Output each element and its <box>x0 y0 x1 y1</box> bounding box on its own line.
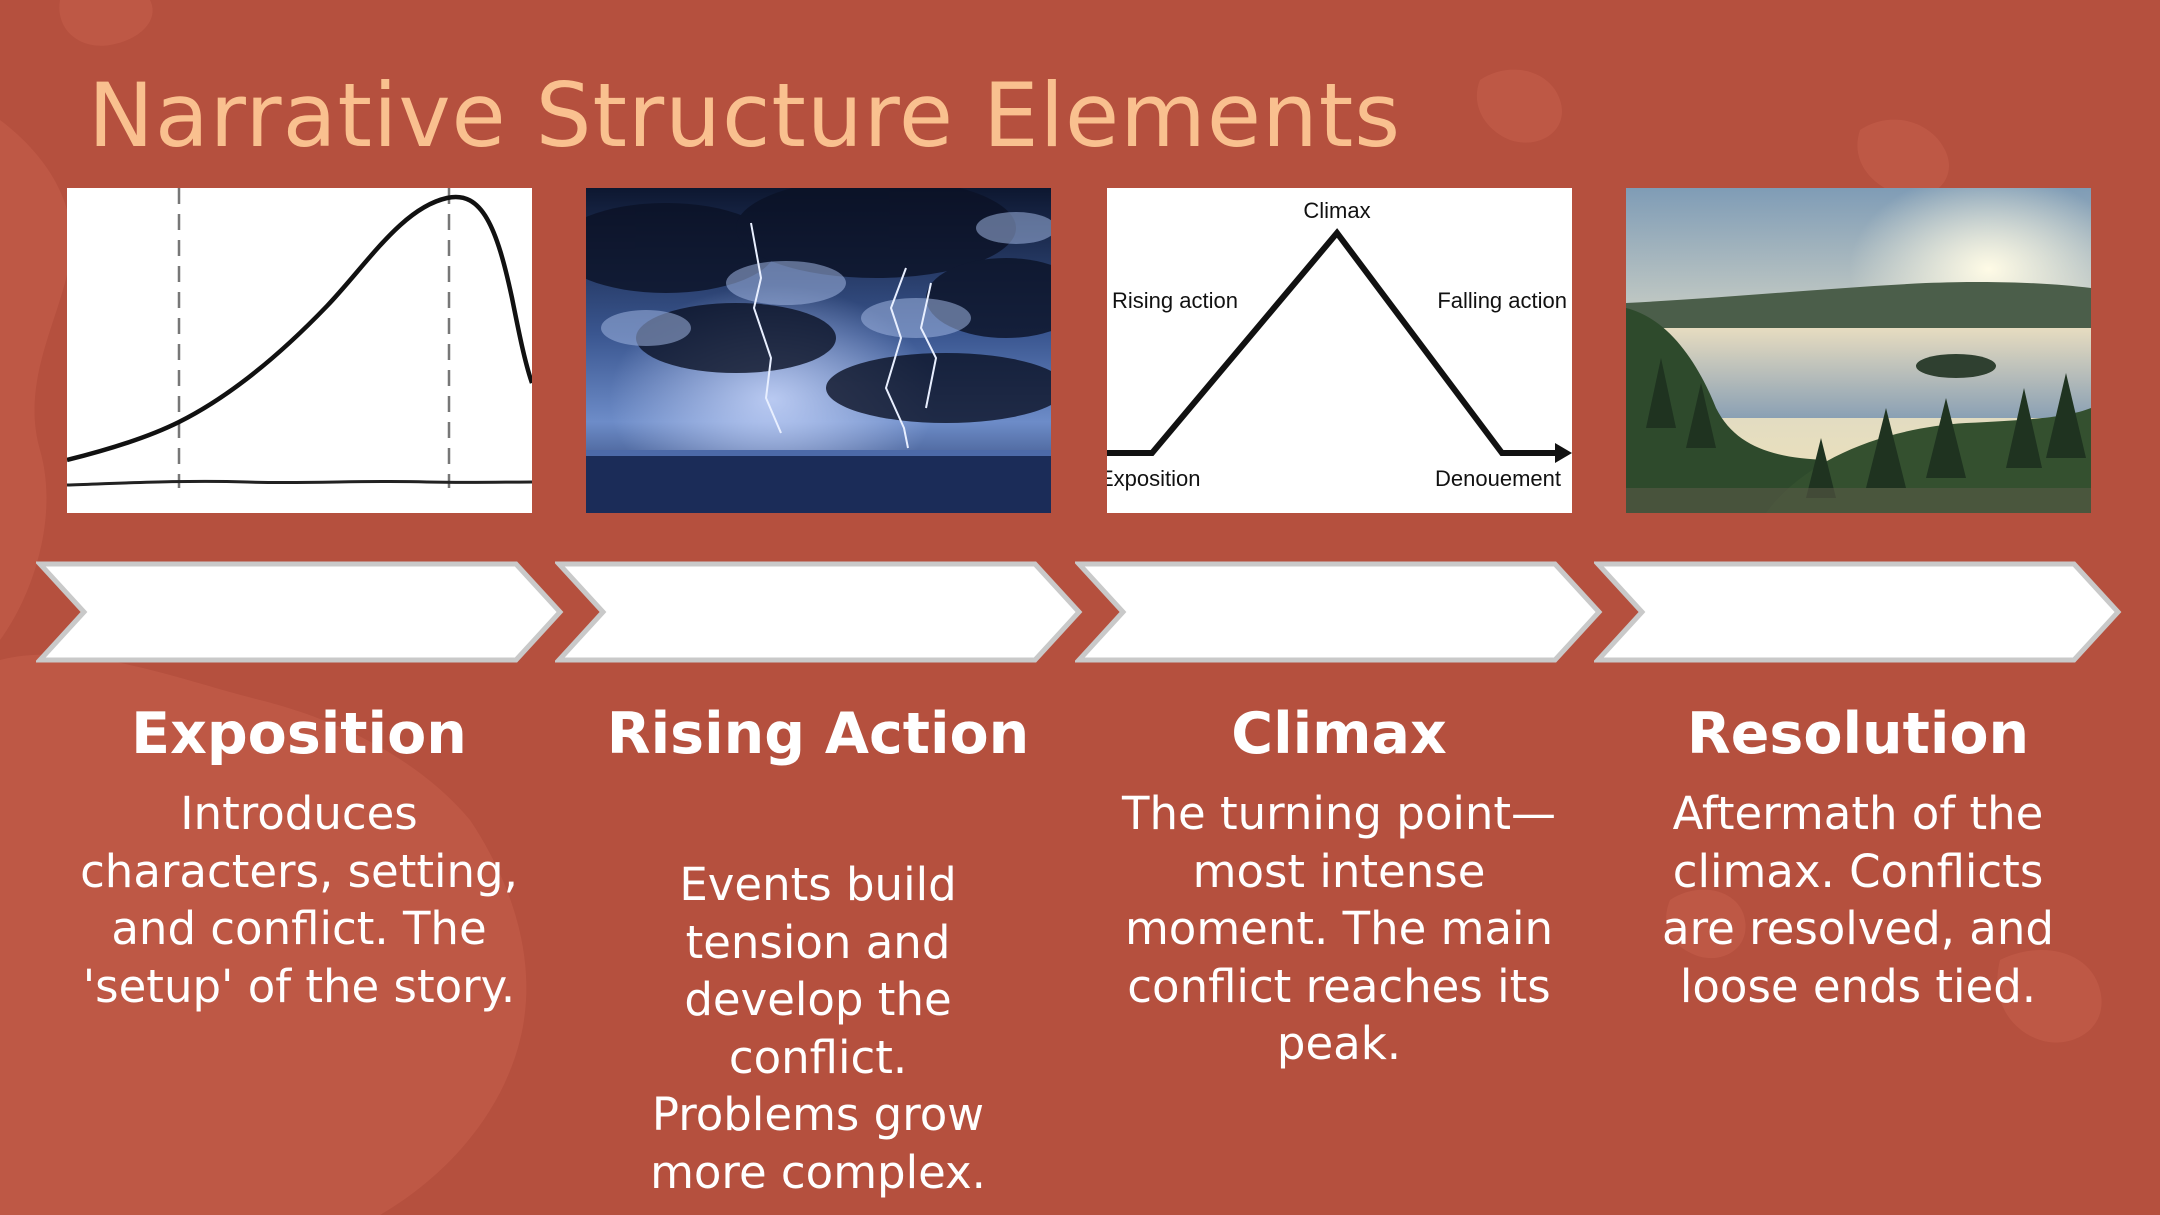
stage-title-climax: Climax <box>1231 701 1447 767</box>
tension-curve-image <box>67 188 532 513</box>
stage-desc-resolution: Aftermath of the climax. Conflicts are r… <box>1662 787 2054 1013</box>
lake-landscape-image <box>1626 188 2091 513</box>
diagram-label-falling-action: Falling action <box>1437 288 1567 313</box>
stage-title-resolution: Resolution <box>1686 701 2030 767</box>
storm-image <box>586 188 1051 513</box>
stage-desc-exposition: Introduces characters, setting, and conf… <box>80 787 518 1013</box>
chevron-rising-action <box>555 561 1083 663</box>
stage-title-exposition: Exposition <box>131 701 467 767</box>
diagram-label-exposition: Exposition <box>1107 466 1201 491</box>
chevron-resolution <box>1594 561 2122 663</box>
slide-title: Narrative Structure Elements <box>88 64 1402 167</box>
stage-title-rising-action: Rising Action <box>606 701 1030 767</box>
diagram-label-rising-action: Rising action <box>1112 288 1238 313</box>
diagram-label-denouement: Denouement <box>1435 466 1561 491</box>
stage-desc-climax: The turning point—most intense moment. T… <box>1121 787 1557 1070</box>
stage-desc-rising-action: Events build tension and develop the con… <box>650 858 986 1199</box>
chevron-exposition <box>36 561 564 663</box>
chevron-climax <box>1075 561 1603 663</box>
diagram-label-climax: Climax <box>1303 198 1370 223</box>
freytag-pyramid-image: Climax Rising action Falling action Expo… <box>1107 188 1572 513</box>
